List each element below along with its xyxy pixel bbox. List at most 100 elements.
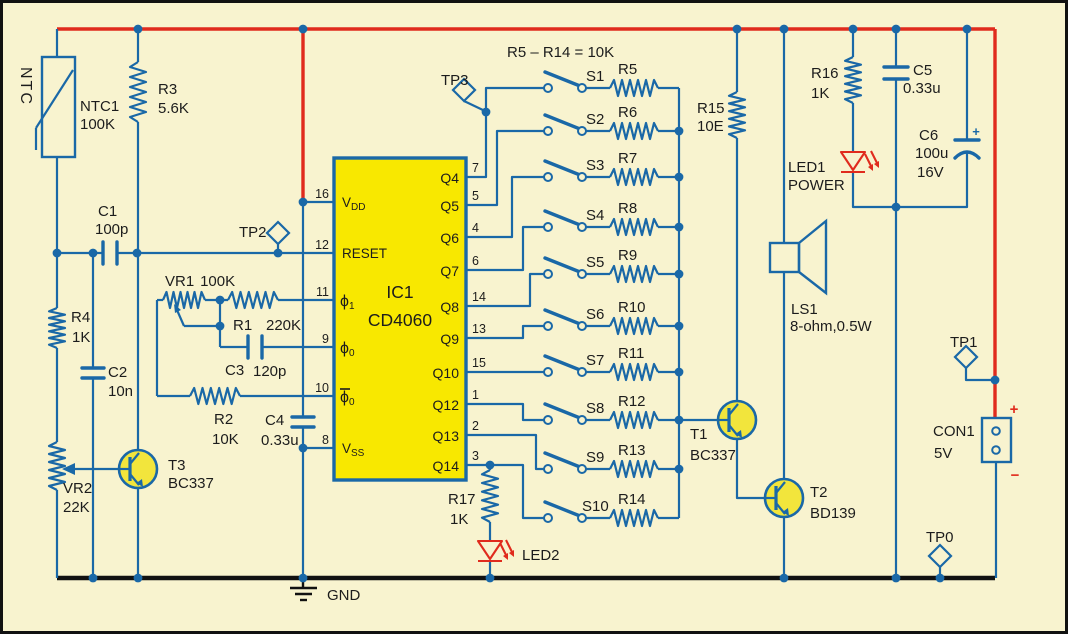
svg-text:S5: S5: [586, 254, 604, 271]
svg-text:R5: R5: [618, 61, 637, 78]
svg-text:7: 7: [472, 161, 479, 175]
capacitor-c5: C5 0.33u: [882, 62, 941, 97]
svg-text:Q10: Q10: [433, 365, 460, 381]
vr1-value: 100K: [200, 273, 235, 290]
svg-text:0.33u: 0.33u: [261, 432, 299, 449]
svg-text:Q12: Q12: [433, 397, 460, 413]
resistor-r15: R15 10E: [697, 91, 747, 139]
capacitor-c1: C1 100p: [95, 203, 128, 266]
switch-s2: S2: [543, 111, 604, 136]
svg-text:R12: R12: [618, 393, 646, 410]
resistor-r2: R2 10K: [189, 386, 241, 448]
pin-phi1: ϕ1: [340, 293, 355, 312]
svg-text:R6: R6: [618, 104, 637, 121]
test-point-tp1: TP1: [950, 334, 991, 382]
capacitor-c3: C3 120p: [225, 334, 286, 380]
switch-s3: S3: [543, 157, 604, 182]
svg-text:R16: R16: [811, 65, 839, 82]
svg-text:6: 6: [472, 254, 479, 268]
svg-text:C6: C6: [919, 127, 938, 144]
pin-vdd: VDD: [342, 195, 365, 213]
svg-text:R8: R8: [618, 200, 637, 217]
svg-text:14: 14: [472, 290, 486, 304]
svg-text:LS1: LS1: [791, 301, 818, 318]
transistor-t2: T2 BD139: [763, 477, 856, 522]
svg-text:0.33u: 0.33u: [903, 80, 941, 97]
capacitor-c2: C2 10n: [80, 364, 133, 400]
ic1-ref: IC1: [386, 282, 413, 302]
resistor-r1: R1 220K: [227, 290, 301, 334]
switch-s4: S4: [543, 207, 604, 232]
resistor-r9: R9: [609, 247, 659, 284]
resistor-r4: R4 1K: [47, 306, 90, 350]
pin-phi0-bar: ϕ0: [340, 389, 355, 408]
svg-text:Q13: Q13: [433, 428, 460, 444]
svg-text:C5: C5: [913, 62, 932, 79]
svg-text:TP1: TP1: [950, 334, 978, 351]
resistor-r6: R6: [609, 104, 659, 141]
con1-minus: −: [1011, 467, 1020, 484]
led2: LED2: [476, 539, 560, 564]
svg-text:VR2: VR2: [63, 480, 92, 497]
svg-text:10n: 10n: [108, 383, 133, 400]
c6-plus-sign: +: [972, 124, 980, 139]
svg-text:1K: 1K: [72, 329, 90, 346]
transistor-t3: T3 BC337: [117, 448, 214, 492]
switch-s5: S5: [543, 254, 604, 279]
svg-text:R1: R1: [233, 317, 252, 334]
switch-resistor-rows: S1 R5 S2 R6 S3 R7 S4 R8 S5 R9 S6 R10 S7 …: [543, 61, 659, 528]
switch-s8: S8: [543, 400, 604, 425]
svg-text:R17: R17: [448, 491, 476, 508]
resistor-r16: R16 1K: [811, 56, 863, 104]
svg-text:R14: R14: [618, 491, 646, 508]
svg-text:3: 3: [472, 449, 479, 463]
note-r5-r14: R5 – R14 = 10K: [507, 44, 614, 61]
wire-net: [55, 29, 998, 578]
resistor-r11: R11: [609, 345, 659, 382]
svg-text:R7: R7: [618, 150, 637, 167]
svg-text:R3: R3: [158, 81, 177, 98]
svg-text:TP0: TP0: [926, 529, 954, 546]
switch-s7: S7: [543, 352, 604, 377]
svg-text:1K: 1K: [811, 85, 829, 102]
svg-text:S2: S2: [586, 111, 604, 128]
switch-s10: S10: [543, 498, 609, 523]
svg-text:C3: C3: [225, 362, 244, 379]
svg-text:22K: 22K: [63, 499, 90, 516]
connector-con1: + − CON1 5V: [933, 401, 1020, 484]
svg-text:Q8: Q8: [440, 299, 459, 315]
svg-text:4: 4: [472, 221, 479, 235]
pin-vss: VSS: [342, 441, 365, 459]
thermistor-ntc1: NTC NTC1 100K: [17, 55, 119, 159]
svg-text:10: 10: [315, 381, 329, 395]
svg-text:R9: R9: [618, 247, 637, 264]
svg-text:10K: 10K: [212, 431, 239, 448]
svg-text:T2: T2: [810, 484, 828, 501]
svg-text:Q6: Q6: [440, 230, 459, 246]
resistor-r10: R10: [609, 299, 659, 336]
pin-phi0: ϕ0: [340, 340, 355, 359]
switch-s1: S1: [543, 68, 604, 93]
svg-text:C1: C1: [98, 203, 117, 220]
resistor-r3: R3 5.6K: [128, 61, 189, 123]
test-point-tp0: TP0: [926, 529, 954, 576]
pin-reset: RESET: [342, 246, 387, 261]
svg-text:5.6K: 5.6K: [158, 100, 189, 117]
svg-text:T1: T1: [690, 426, 708, 443]
speaker-ls1: LS1 8-ohm,0.5W: [768, 218, 873, 335]
svg-text:TP3: TP3: [441, 72, 469, 89]
svg-text:C2: C2: [108, 364, 127, 381]
svg-text:R11: R11: [618, 345, 644, 362]
svg-text:S3: S3: [586, 157, 604, 174]
led1: LED1 POWER: [788, 150, 879, 194]
svg-text:120p: 120p: [253, 363, 286, 380]
ntc-body-label: NTC: [17, 67, 34, 106]
svg-text:R2: R2: [214, 411, 233, 428]
svg-text:16: 16: [315, 187, 329, 201]
svg-text:15: 15: [472, 356, 486, 370]
ic1-cd4060: IC1 CD4060 VDD RESET ϕ1 ϕ0 ϕ0 VSS 16 12 …: [315, 156, 486, 482]
svg-text:S8: S8: [586, 400, 604, 417]
svg-text:S4: S4: [586, 207, 604, 224]
